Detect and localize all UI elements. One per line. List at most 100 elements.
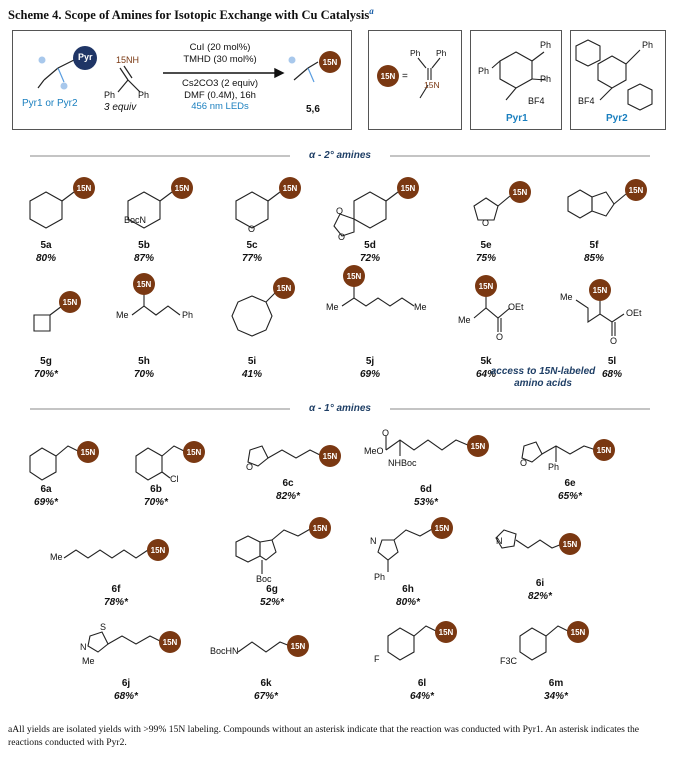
legend-n15: 15N bbox=[424, 80, 440, 90]
svg-text:15N: 15N bbox=[81, 448, 96, 457]
6g-benzene bbox=[235, 535, 261, 563]
6b-benzene bbox=[135, 447, 163, 481]
pyr2-ph: Ph bbox=[642, 40, 654, 50]
legend-ph2: Ph bbox=[436, 48, 447, 58]
pyr-label: Pyr bbox=[78, 52, 93, 62]
svg-text:15N: 15N bbox=[347, 272, 362, 281]
6e-furan bbox=[521, 441, 543, 463]
imine-ph-right: Ph bbox=[138, 90, 150, 100]
label-5l-oet: OEt bbox=[626, 308, 642, 318]
svg-text:15N: 15N bbox=[187, 448, 202, 457]
label-6e-o: O bbox=[520, 458, 528, 468]
5k-chain bbox=[473, 307, 511, 319]
6l-chain bbox=[413, 625, 439, 637]
svg-text:15N: 15N bbox=[401, 184, 416, 193]
svg-text:15N: 15N bbox=[439, 628, 454, 637]
svg-text:15N: 15N bbox=[137, 280, 152, 289]
svg-text:15N: 15N bbox=[175, 184, 190, 193]
svg-text:15N: 15N bbox=[513, 188, 528, 197]
6h-chain bbox=[393, 527, 435, 541]
label-6d-meo: MeO bbox=[364, 446, 384, 456]
label-5c-o: O bbox=[248, 224, 256, 234]
reaction-box bbox=[12, 30, 352, 130]
label-5j-me1: Me bbox=[326, 302, 339, 312]
6m-benzene bbox=[519, 627, 547, 661]
label-5h-me: Me bbox=[116, 310, 129, 320]
6c-chain bbox=[267, 449, 323, 459]
label-6m-f3c: F3C bbox=[500, 656, 518, 666]
svg-text:15N: 15N bbox=[381, 72, 396, 81]
6g-pyrrole bbox=[259, 539, 277, 561]
5l-chain bbox=[575, 299, 625, 324]
5c-ring bbox=[235, 191, 269, 229]
substrate-structure bbox=[37, 56, 75, 90]
5d-dioxolane bbox=[333, 213, 355, 237]
svg-text:15N: 15N bbox=[63, 298, 78, 307]
label-5d-o2: O bbox=[338, 232, 346, 242]
6c-furan bbox=[247, 445, 269, 467]
pyr2-bf4: BF4 bbox=[578, 96, 595, 106]
6m-chain bbox=[545, 625, 571, 637]
6a-benzene bbox=[29, 447, 57, 481]
svg-text:15N: 15N bbox=[629, 186, 644, 195]
pyr2-name: Pyr2 bbox=[606, 113, 628, 124]
5j-chain bbox=[341, 297, 415, 307]
svg-text:15N: 15N bbox=[597, 446, 612, 455]
5d-ring bbox=[353, 191, 387, 229]
svg-text:15N: 15N bbox=[471, 442, 486, 451]
5h-chain bbox=[131, 305, 181, 316]
label-5l-o: O bbox=[610, 336, 618, 346]
pyr2-structure bbox=[575, 39, 653, 111]
label-6c-o: O bbox=[246, 462, 254, 472]
label-6j-n: N bbox=[80, 642, 87, 652]
svg-text:15N: 15N bbox=[323, 58, 338, 67]
access-note: access to 15N-labeled amino acids bbox=[490, 366, 596, 389]
svg-text:15N: 15N bbox=[323, 452, 338, 461]
6g-chain bbox=[271, 527, 313, 541]
scheme-title: Scheme 4. Scope of Amines for Isotopic E… bbox=[8, 6, 374, 23]
label-5k-oet: OEt bbox=[508, 302, 524, 312]
pyr1-bf4: BF4 bbox=[528, 96, 545, 106]
label-6g-boc: Boc bbox=[256, 574, 272, 584]
svg-text:15N: 15N bbox=[277, 284, 292, 293]
label-6k-bochn: BocHN bbox=[210, 646, 239, 656]
pyr-circle bbox=[73, 46, 97, 70]
legend-structure bbox=[417, 57, 441, 99]
section-primary: α - 1° amines bbox=[309, 403, 371, 414]
5f-cyclopentane bbox=[591, 191, 615, 217]
svg-text:15N: 15N bbox=[77, 184, 92, 193]
equiv-label: 3 equiv bbox=[104, 102, 137, 113]
imine-ph-left: Ph bbox=[104, 90, 116, 100]
svg-text:15N: 15N bbox=[563, 540, 578, 549]
svg-text:15N: 15N bbox=[151, 546, 166, 555]
product-n-circle bbox=[319, 51, 341, 73]
product-structure bbox=[288, 56, 319, 83]
label-6f-me: Me bbox=[50, 552, 63, 562]
label-6h-ph: Ph bbox=[374, 572, 386, 582]
pyr1-ph-right: Ph bbox=[540, 74, 552, 84]
conditions-top: CuI (20 mol%)TMHD (30 mol%) bbox=[183, 42, 257, 65]
label-6l-f: F bbox=[374, 654, 380, 664]
label-5e-o: O bbox=[482, 218, 490, 228]
6f-chain bbox=[63, 549, 149, 559]
label-6d-o: O bbox=[382, 428, 390, 438]
label-5k-me: Me bbox=[458, 315, 471, 325]
n15-labels bbox=[59, 177, 647, 657]
label-bocn: BocN bbox=[124, 215, 147, 225]
legend-equals: = bbox=[402, 71, 408, 82]
